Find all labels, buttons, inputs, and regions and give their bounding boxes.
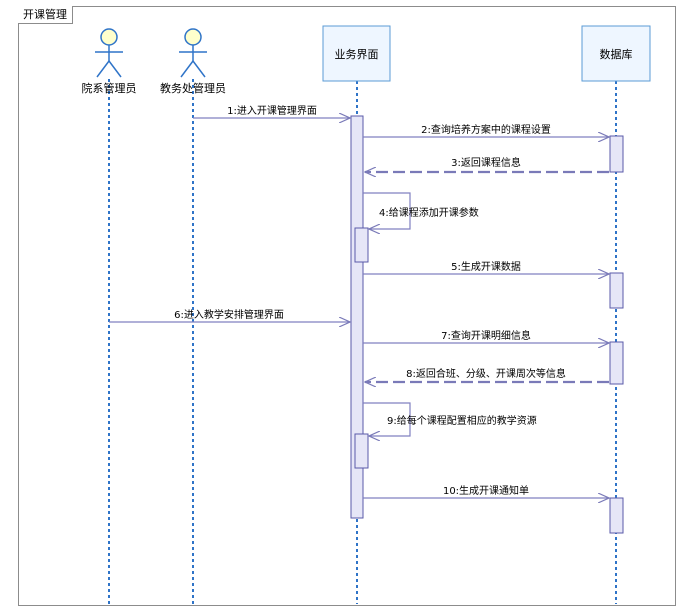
actor-head: [184, 28, 202, 46]
message-5: 5:生成开课数据: [363, 260, 609, 274]
message-2: 2:查询培养方案中的课程设置: [363, 123, 609, 137]
message-1: 1:进入开课管理界面: [193, 104, 350, 118]
message-label: 2:查询培养方案中的课程设置: [421, 123, 551, 136]
message-10: 10:生成开课通知单: [363, 484, 609, 498]
actor-label: 院系管理员: [82, 81, 137, 95]
actor-head: [100, 28, 118, 46]
message-label: 4:给课程添加开课参数: [379, 206, 479, 219]
message-label: 6:进入教学安排管理界面: [174, 308, 284, 321]
message-4: 4:给课程添加开课参数: [363, 192, 479, 229]
activation-database-3: [609, 341, 624, 385]
frame-title: 开课管理: [18, 6, 73, 24]
activation-database-4: [609, 497, 624, 534]
object-box: [322, 25, 391, 82]
actor-dept-admin: 院系管理员: [82, 28, 137, 95]
message-8: 8:返回合班、分级、开课周次等信息: [365, 367, 609, 382]
message-label: 1:进入开课管理界面: [227, 104, 317, 117]
object-label: 业务界面: [335, 48, 379, 61]
object-label: 数据库: [600, 47, 633, 61]
message-9: 9:给每个课程配置相应的教学资源: [363, 402, 537, 436]
activation-business-ui: [350, 115, 364, 519]
message-label: 9:给每个课程配置相应的教学资源: [387, 414, 537, 427]
object-box: [581, 25, 651, 82]
object-business-ui: 业务界面: [322, 25, 391, 82]
message-label: 8:返回合班、分级、开课周次等信息: [406, 367, 566, 380]
message-6: 6:进入教学安排管理界面: [109, 308, 350, 322]
diagram-frame: [18, 6, 676, 606]
actor-label: 教务处管理员: [160, 81, 226, 95]
message-label: 10:生成开课通知单: [443, 484, 529, 497]
actor-academic-admin: 教务处管理员: [160, 28, 226, 95]
activation-business-ui-self-1: [354, 227, 369, 263]
message-arrow: [363, 402, 411, 436]
object-database: 数据库: [581, 25, 651, 82]
message-label: 7:查询开课明细信息: [441, 329, 531, 342]
message-7: 7:查询开课明细信息: [363, 329, 609, 343]
message-label: 5:生成开课数据: [451, 260, 521, 273]
activation-business-ui-self-2: [354, 433, 369, 469]
activation-database-1: [609, 135, 624, 173]
message-arrow: [363, 192, 411, 229]
message-3: 3:返回课程信息: [365, 156, 609, 172]
activation-database-2: [609, 272, 624, 309]
message-label: 3:返回课程信息: [451, 156, 521, 169]
